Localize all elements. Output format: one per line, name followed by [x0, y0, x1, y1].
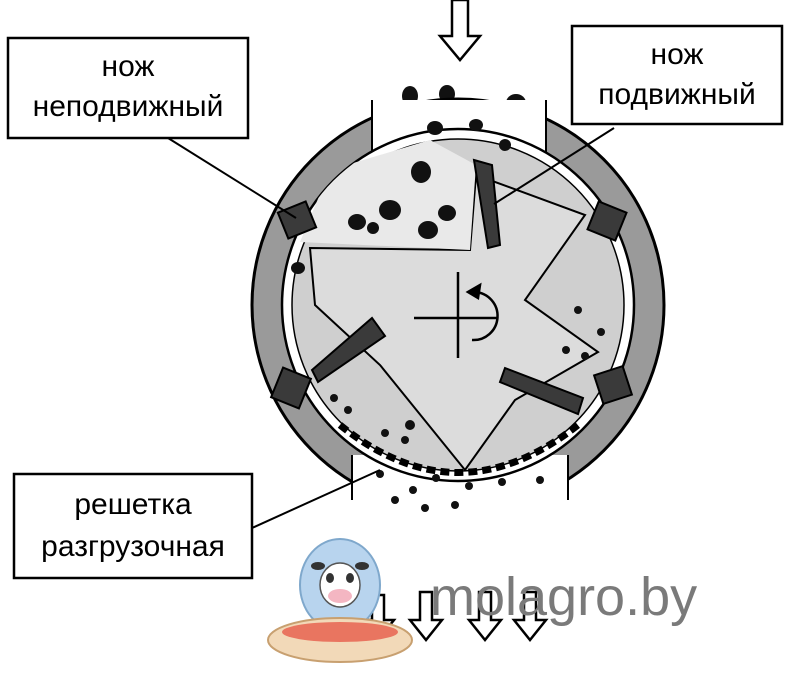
callout-fixed-knife: нож неподвижный — [6, 36, 250, 140]
fixed-knives — [269, 200, 634, 410]
grate-label-line2: разгрузочная — [41, 530, 225, 563]
fixed-knife-label-line1: нож — [102, 50, 155, 83]
moving-knives — [310, 158, 585, 416]
moving-knife-label-line2: подвижный — [598, 78, 755, 111]
fixed-knife-label-line2: неподвижный — [33, 90, 224, 123]
discharge-grate — [337, 422, 581, 476]
chamber-particles — [291, 119, 605, 512]
cow-logo-icon — [267, 538, 413, 663]
rotation-icon — [414, 272, 499, 358]
callout-grate: решетка разгрузочная — [12, 472, 254, 580]
moving-knife-label-line1: нож — [651, 38, 704, 71]
grate-label-line1: решетка — [74, 488, 192, 521]
callout-moving-knife: нож подвижный — [570, 24, 784, 126]
feed-arrow-icon — [437, 0, 483, 62]
watermark-text: molagro.by — [430, 567, 697, 627]
callout-leaders — [167, 127, 615, 529]
